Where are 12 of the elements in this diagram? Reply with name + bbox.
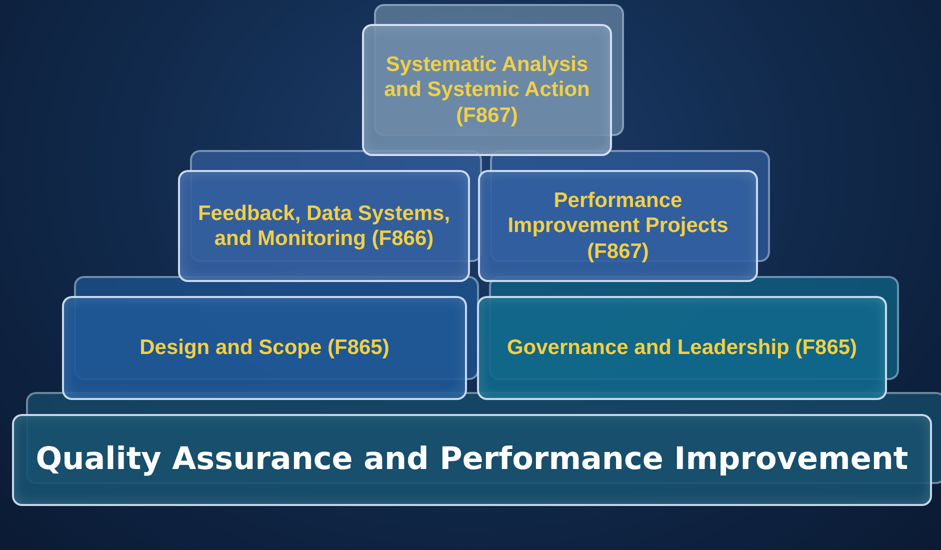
glass-block: [362, 24, 612, 156]
block-label: Governance and Leadership (F865): [506, 335, 858, 361]
block-label: Systematic Analysis and Systemic Action (F867): [383, 52, 591, 128]
block-label: Design and Scope (F865): [140, 335, 390, 361]
glass-block: [178, 170, 470, 282]
block-label: Performance Improvement Projects (F867): [506, 188, 730, 264]
glass-block: [478, 170, 758, 282]
base-slab: [12, 414, 932, 506]
glass-block: [62, 296, 467, 400]
base-title: Quality Assurance and Performance Improvement: [36, 441, 908, 479]
glass-block: [477, 296, 887, 400]
block-label: Feedback, Data Systems, and Monitoring (F866): [196, 200, 452, 252]
